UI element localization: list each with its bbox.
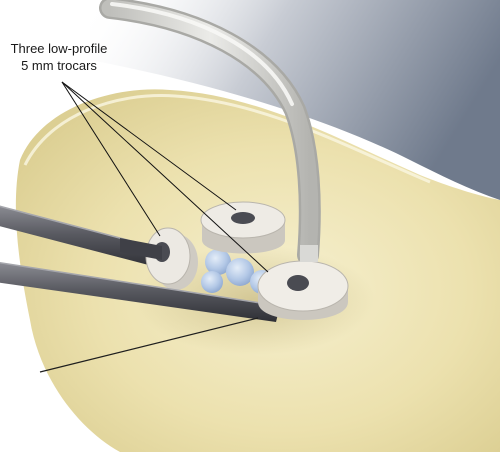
callout-line-1: Three low-profile (10, 41, 108, 56)
insufflation-tube-end (300, 245, 318, 262)
trocar-callout-label: Three low-profile 5 mm trocars (0, 40, 118, 74)
trocar-upper (200, 201, 286, 254)
trocar-front (257, 260, 349, 320)
insufflation-tube-highlight (110, 2, 294, 106)
skin-edge-highlight (23, 94, 431, 184)
suture-line (39, 317, 259, 373)
callout-leader-lines (61, 81, 269, 273)
instrument-shaft-upper-tip (120, 238, 162, 260)
callout-line-2: 5 mm trocars (21, 58, 97, 73)
instrument-shaft-lower (0, 262, 281, 322)
